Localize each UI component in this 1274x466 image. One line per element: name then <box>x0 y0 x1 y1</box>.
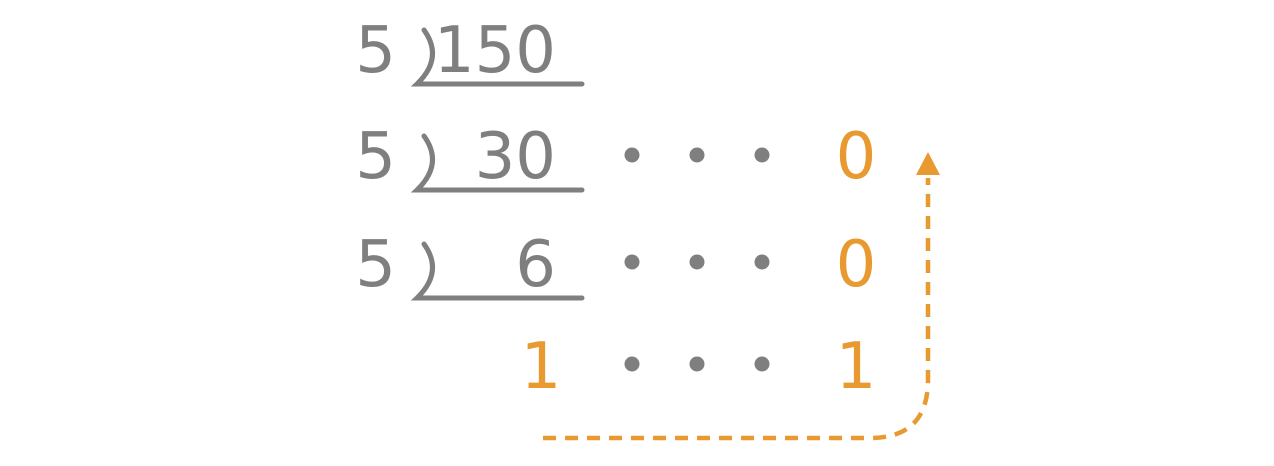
dividend-1: 150 <box>434 14 556 88</box>
read-direction-arrow <box>543 152 940 441</box>
dividend-2: 30 <box>475 120 556 194</box>
division-row-2: 5 30 0 <box>355 120 876 194</box>
dot <box>624 254 640 270</box>
remainder-3: 0 <box>836 228 877 302</box>
ellipsis-dots-final <box>624 356 770 372</box>
arrow-head-icon <box>916 152 940 175</box>
divisor-2: 5 <box>355 120 396 194</box>
dot <box>754 147 770 163</box>
dot <box>754 254 770 270</box>
dot <box>689 147 705 163</box>
division-row-3: 5 6 0 <box>355 228 876 302</box>
final-row: 1 1 <box>521 330 877 404</box>
divisor-3: 5 <box>355 228 396 302</box>
dot <box>689 356 705 372</box>
division-bracket-2 <box>410 133 585 193</box>
dashed-arrow-path <box>543 178 931 441</box>
ellipsis-dots-2 <box>624 147 770 163</box>
dot <box>624 356 640 372</box>
remainder-2: 0 <box>836 120 877 194</box>
final-remainder: 1 <box>836 330 877 404</box>
dot <box>624 147 640 163</box>
division-row-1: 5 150 <box>355 14 585 88</box>
ellipsis-dots-3 <box>624 254 770 270</box>
division-bracket-1 <box>410 27 585 87</box>
divisor-1: 5 <box>355 14 396 88</box>
division-bracket-3 <box>410 241 585 301</box>
final-quotient: 1 <box>521 330 562 404</box>
dividend-3: 6 <box>515 228 556 302</box>
dot <box>689 254 705 270</box>
dot <box>754 356 770 372</box>
